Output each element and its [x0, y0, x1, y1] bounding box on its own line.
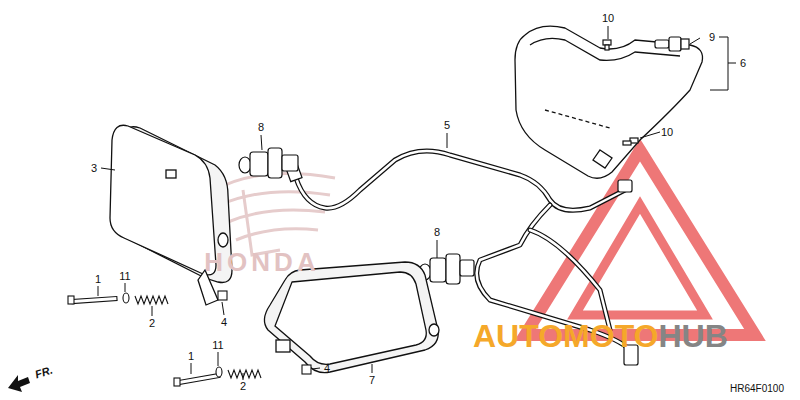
direction-label: FR. [34, 364, 54, 380]
fastener [72, 296, 117, 303]
callout-number: 10 [602, 13, 614, 24]
watermark: AUTOMOTO [473, 320, 658, 352]
callout-number: 11 [212, 340, 223, 351]
bulb [655, 40, 669, 48]
headlight [264, 262, 438, 373]
bulb [669, 37, 681, 51]
housing [515, 26, 703, 178]
wing-watermark [215, 174, 335, 255]
leader-line [312, 368, 320, 369]
callout-number: 7 [369, 375, 375, 386]
fastener [218, 291, 227, 300]
bulb [282, 155, 298, 171]
headlight [429, 324, 439, 336]
leader-line [101, 168, 115, 170]
callout-number: 3 [91, 163, 97, 174]
fastener [228, 370, 261, 378]
fastener [302, 365, 311, 374]
leader-line [437, 240, 438, 258]
logo-watermark [525, 150, 755, 335]
bulb [239, 148, 298, 178]
headlight [166, 170, 176, 178]
watermark: HUB [658, 320, 727, 352]
front-arrow [8, 375, 30, 392]
headlight [110, 125, 232, 305]
connector [618, 180, 632, 192]
bulb [239, 157, 251, 173]
fastener [216, 367, 222, 377]
leader-line [690, 38, 700, 44]
housing [545, 110, 610, 128]
fastener [123, 293, 129, 303]
callout-number: 11 [119, 271, 130, 282]
front-arrow [8, 375, 30, 392]
leader-line [222, 302, 224, 315]
leader-line [447, 133, 448, 148]
bulb [681, 39, 689, 49]
leader-line [243, 373, 244, 380]
bulb [419, 254, 474, 284]
bulb [655, 37, 689, 51]
screw [623, 141, 631, 145]
leader-line [98, 286, 99, 296]
leader-line [191, 363, 192, 374]
diagram-code: HR64F0100 [730, 384, 784, 394]
callout-number: 8 [258, 122, 264, 133]
callout-number: 5 [444, 120, 450, 131]
callout-number: 4 [221, 317, 227, 328]
bulb [460, 260, 474, 276]
wing-watermark [228, 210, 325, 222]
wing-watermark [243, 190, 280, 255]
leader-line [152, 306, 153, 316]
screw [603, 40, 611, 45]
leader-line [608, 26, 609, 39]
bulb [268, 148, 282, 178]
leader-line [728, 63, 736, 64]
fastener [68, 296, 74, 304]
callout-number: 1 [188, 351, 194, 362]
leader-line [710, 37, 728, 90]
screw [605, 45, 609, 50]
wire-harness [296, 151, 625, 210]
callout-number: 6 [740, 58, 746, 69]
wire-harness [530, 230, 610, 330]
logo-watermark: HONDA [204, 249, 319, 275]
headlight [275, 272, 426, 364]
callout-number: 2 [240, 381, 246, 392]
screw [603, 40, 638, 145]
leader-line [125, 283, 126, 292]
housing [593, 150, 612, 168]
leader-line [640, 132, 660, 138]
wire-harness [530, 230, 610, 330]
fastener [178, 373, 220, 384]
bulb [446, 254, 460, 284]
logo-watermark [525, 150, 755, 335]
leader-line [261, 135, 262, 150]
headlight [264, 262, 439, 373]
bulb [430, 258, 446, 282]
leader-line [372, 364, 373, 373]
callout-number: 9 [709, 32, 715, 43]
headlight [276, 340, 290, 352]
headlight [110, 125, 216, 275]
logo-watermark [575, 205, 705, 315]
callout-number: 8 [434, 227, 440, 238]
fastener [174, 378, 180, 386]
housing [515, 26, 703, 178]
callout-number: 10 [661, 127, 673, 138]
leader-line [98, 26, 736, 380]
leader-line [218, 352, 219, 366]
callout-number: 2 [149, 318, 155, 329]
bulb [250, 152, 268, 176]
headlight [198, 270, 218, 305]
housing [530, 38, 680, 60]
fastener [68, 291, 311, 386]
callout-number: 4 [324, 363, 330, 374]
callout-number: 1 [95, 274, 101, 285]
fastener [135, 296, 168, 304]
headlight [218, 233, 228, 247]
wire-harness [296, 151, 625, 210]
